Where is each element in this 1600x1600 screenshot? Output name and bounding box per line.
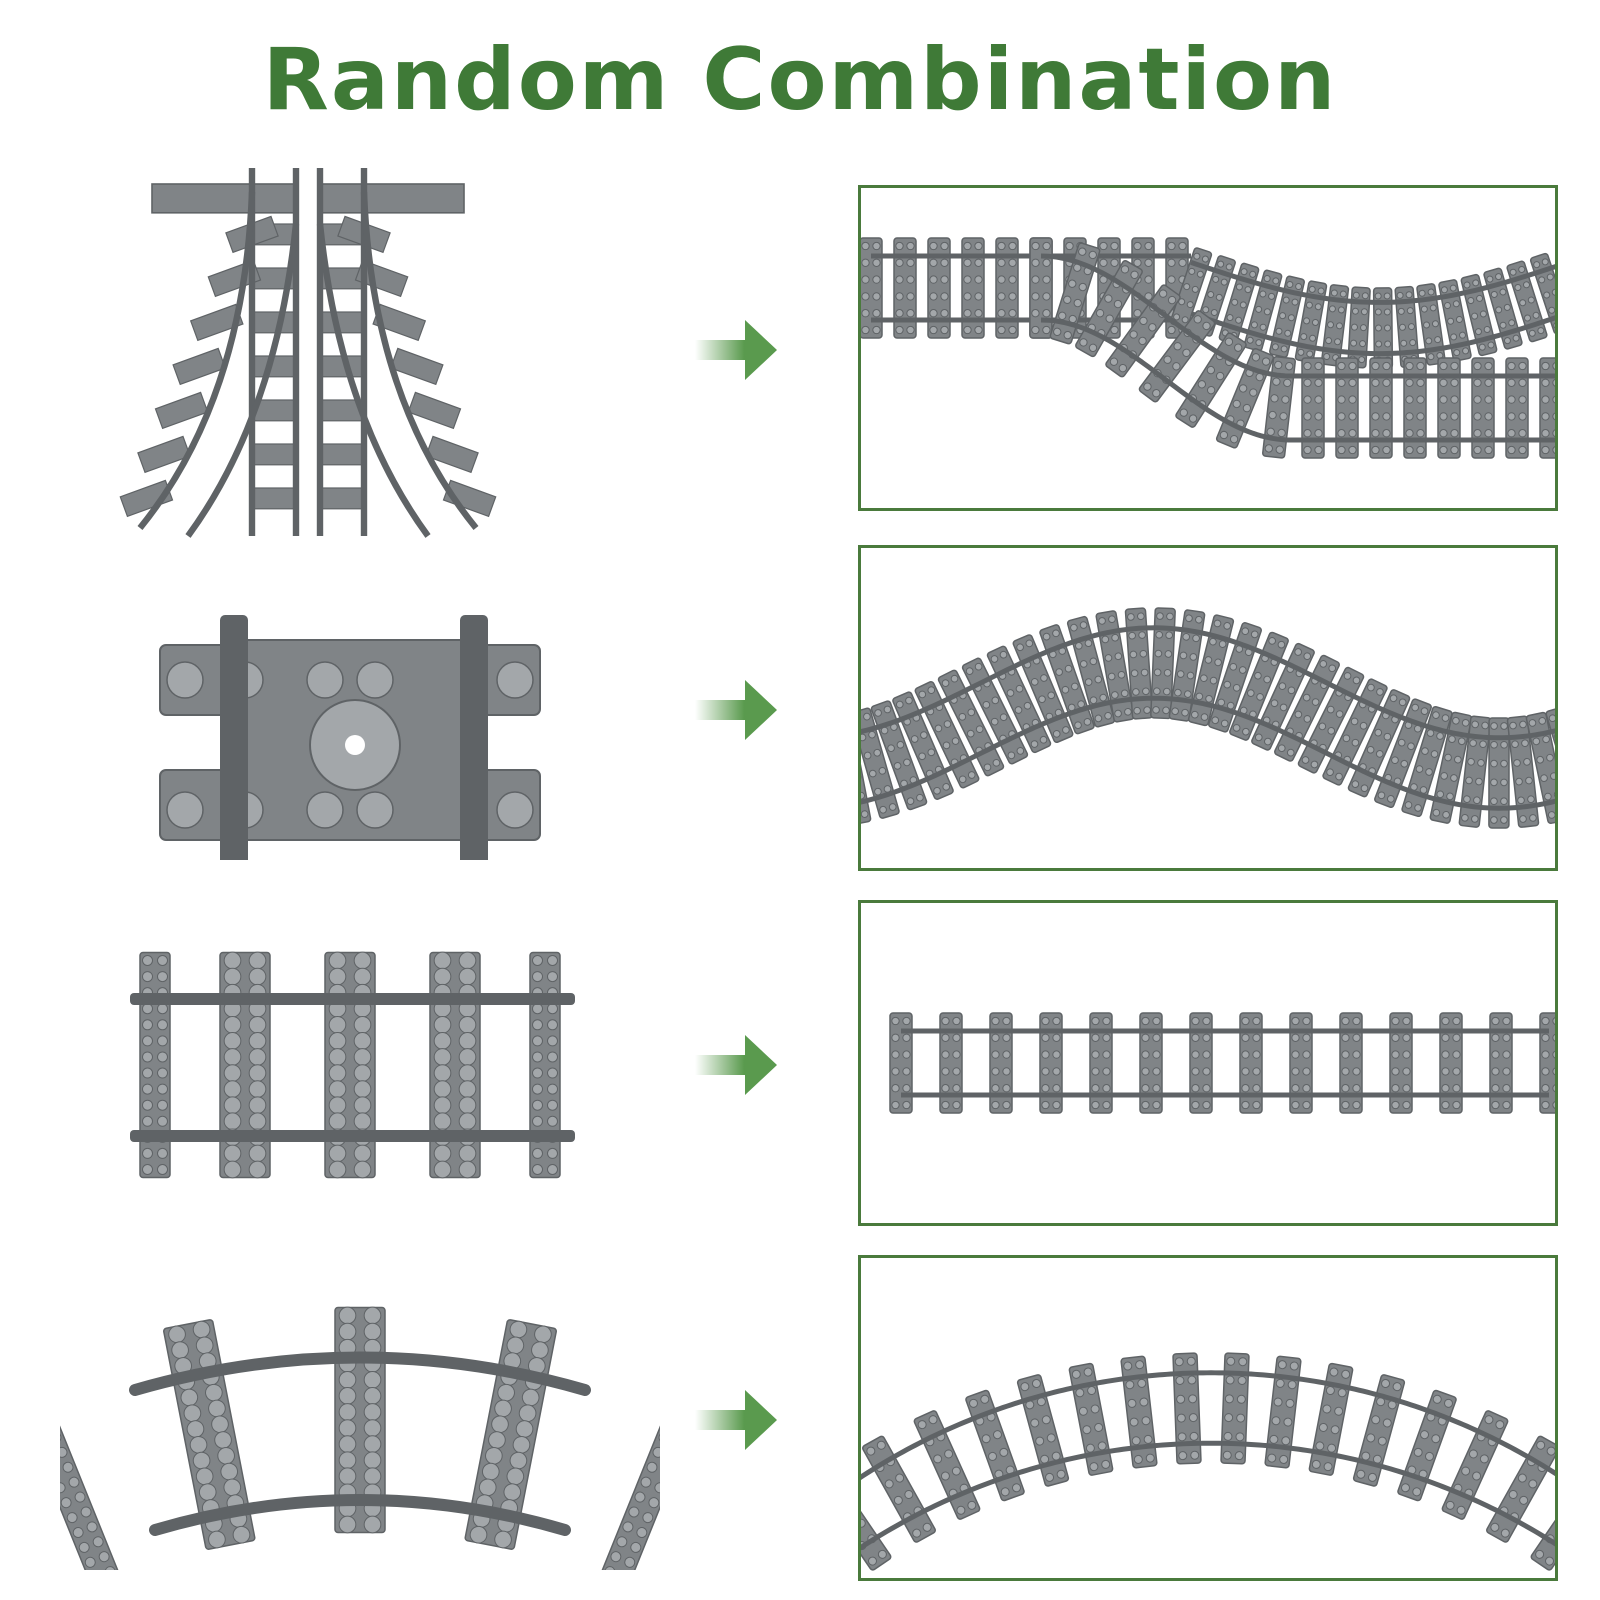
combination-row-flexible bbox=[0, 520, 1600, 871]
arrow-right-icon bbox=[695, 875, 795, 1215]
straight-track-line-example-frame bbox=[858, 900, 1558, 1226]
flexible-wavy-track-example-frame bbox=[858, 545, 1558, 871]
page-title: Random Combination bbox=[262, 30, 1338, 130]
curved-track-segment-image bbox=[60, 1230, 660, 1570]
combination-row-switch bbox=[0, 160, 1600, 538]
combination-row-curved bbox=[0, 1230, 1600, 1581]
straight-track-segment-image bbox=[60, 875, 660, 1215]
switch-layout-example-frame bbox=[858, 185, 1558, 511]
flexible-track-segment-image bbox=[60, 520, 660, 860]
switch-track-pair-image bbox=[60, 160, 660, 538]
arrow-right-icon bbox=[695, 160, 795, 500]
curved-track-arc-example-frame bbox=[858, 1255, 1558, 1581]
arrow-right-icon bbox=[695, 1230, 795, 1570]
combination-row-straight bbox=[0, 875, 1600, 1226]
arrow-right-icon bbox=[695, 520, 795, 860]
